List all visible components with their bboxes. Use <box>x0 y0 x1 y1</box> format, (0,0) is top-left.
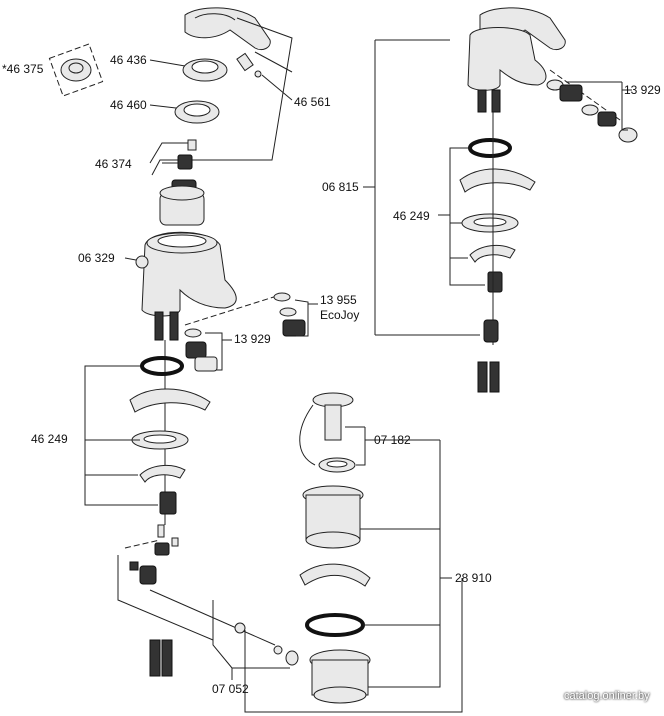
label-13929-right: 13 929 <box>624 83 661 97</box>
drain-body <box>299 485 371 587</box>
faucet-body <box>135 231 237 317</box>
label-28910: 28 910 <box>455 571 492 585</box>
label-06815: 06 815 <box>322 180 359 194</box>
cap-46375 <box>48 43 104 97</box>
label-46375: *46 375 <box>2 62 44 76</box>
label-07182: 07 182 <box>374 433 411 447</box>
grub-screw <box>236 52 262 78</box>
ring-46436 <box>182 58 228 82</box>
watermark: catalog.onliner.by <box>564 690 650 702</box>
right-aerator <box>546 79 638 143</box>
cartridge <box>159 179 205 226</box>
lever-handle <box>184 7 271 51</box>
label-06329: 06 329 <box>78 251 115 265</box>
label-46561: 46 561 <box>294 95 331 109</box>
label-46436: 46 436 <box>110 53 147 67</box>
right-faucet-body <box>467 27 547 113</box>
label-46249-left: 46 249 <box>31 432 68 446</box>
label-46249-right: 46 249 <box>393 209 430 223</box>
drain-nut <box>309 649 371 704</box>
label-07052: 07 052 <box>212 682 249 696</box>
label-46374: 46 374 <box>95 157 132 171</box>
label-13955: 13 955 <box>320 293 357 307</box>
ring-46460 <box>174 100 220 124</box>
label-46460: 46 460 <box>110 98 147 112</box>
aerator-ecojoy <box>273 292 306 337</box>
label-ecojoy: EcoJoy <box>320 308 360 322</box>
label-13929-left: 13 929 <box>234 332 271 346</box>
drain-plug <box>312 392 356 473</box>
aerator-13929-left <box>184 328 218 372</box>
